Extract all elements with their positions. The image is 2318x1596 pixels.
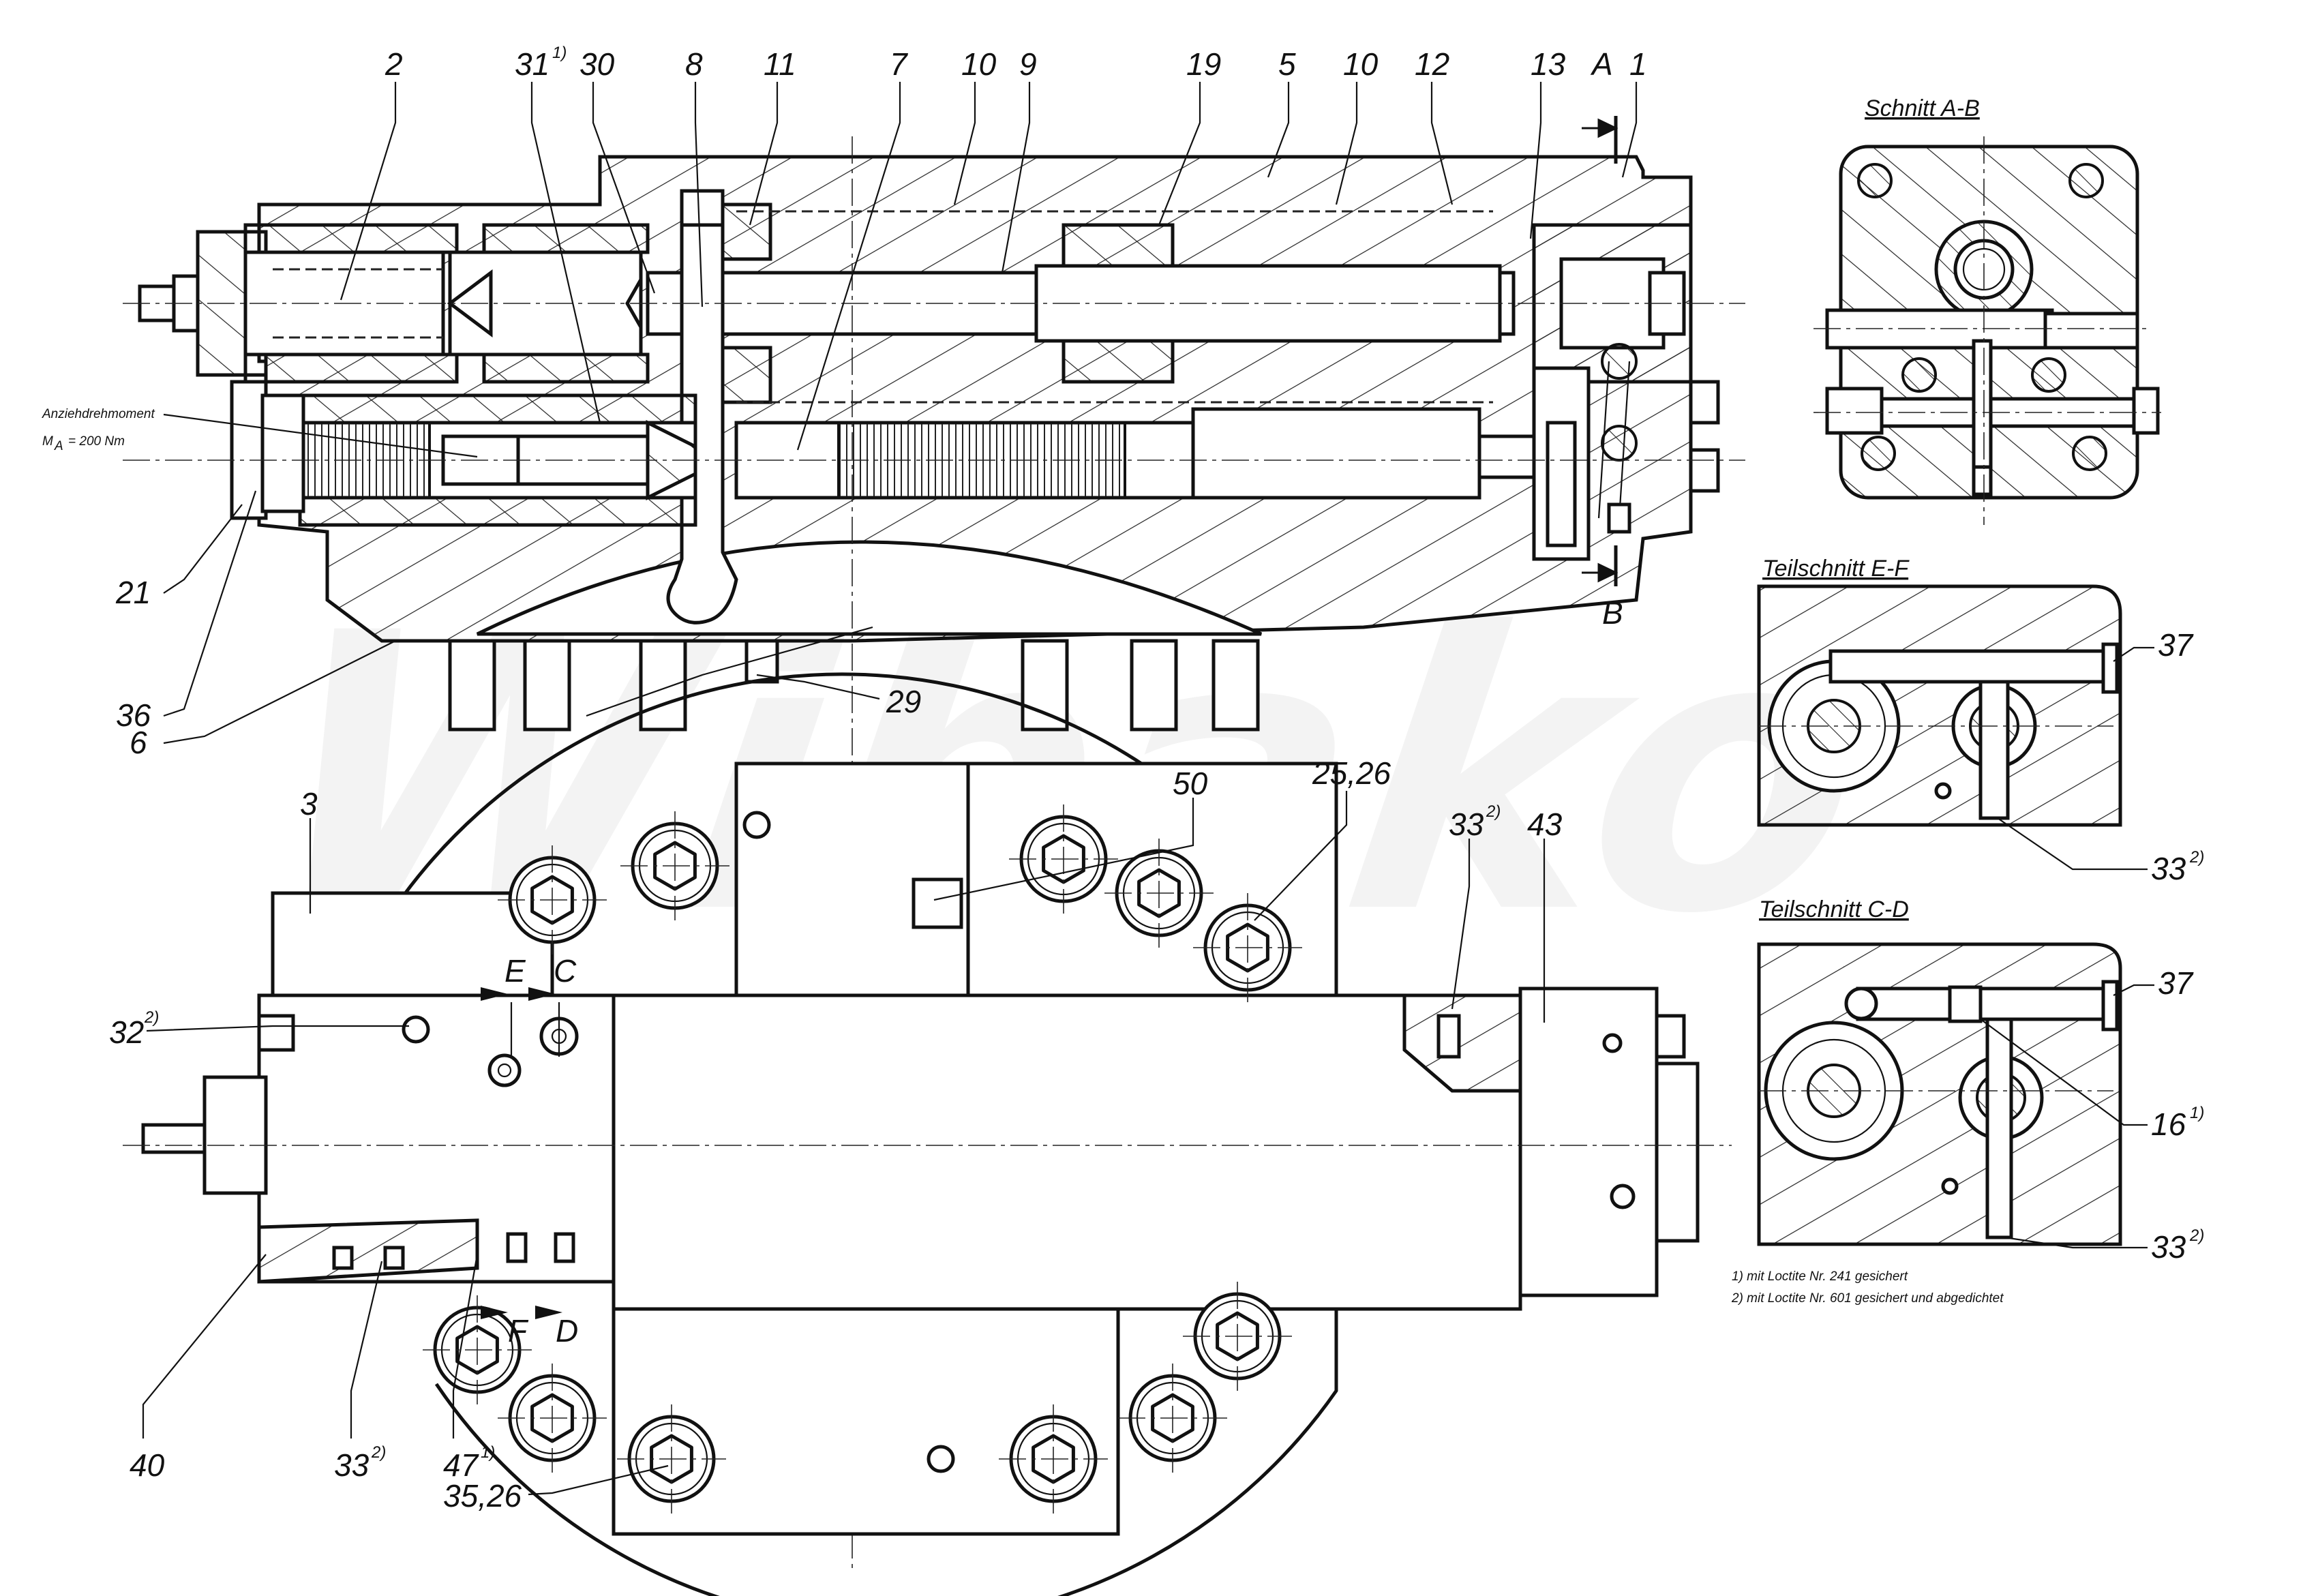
left-callouts: 21 36 6 29 B bbox=[115, 575, 1623, 760]
callout-36: 36 bbox=[116, 697, 151, 733]
top-view bbox=[123, 672, 1732, 1596]
callout-25-26: 25,26 bbox=[1312, 755, 1391, 791]
section-title-CD: Teilschnitt C-D bbox=[1759, 897, 1909, 922]
section-arrows-FD bbox=[481, 1306, 562, 1319]
footnotes: 1) mit Loctite Nr. 241 gesichert 2) mit … bbox=[1731, 1269, 2004, 1306]
section-view-EF: Teilschnitt E-F 37 33 2) bbox=[1757, 556, 2204, 886]
callout-6: 6 bbox=[130, 725, 147, 760]
section-view-AB: Schnitt A-B bbox=[1813, 95, 2161, 525]
torque-label: Anziehdrehmoment bbox=[42, 407, 155, 421]
callout-31: 31 bbox=[515, 46, 550, 82]
callout-40: 40 bbox=[130, 1447, 165, 1483]
torque-subscript: A bbox=[54, 439, 63, 453]
callout-8: 8 bbox=[685, 46, 703, 82]
socket-head-bolt bbox=[1193, 893, 1302, 1002]
callout-EF-33: 33 bbox=[2151, 851, 2186, 886]
callout-CD-37: 37 bbox=[2158, 965, 2194, 1001]
callout-50: 50 bbox=[1173, 766, 1208, 801]
section-arrows-EC bbox=[481, 987, 560, 1057]
callout-12: 12 bbox=[1415, 46, 1449, 82]
callout-2: 2 bbox=[385, 46, 403, 82]
callout-A: A bbox=[1590, 46, 1613, 82]
callout-1: 1 bbox=[1629, 46, 1647, 82]
callout-47: 47 bbox=[443, 1447, 479, 1483]
section-view-CD: Teilschnitt C-D 37 16 1) 33 2) bbox=[1757, 897, 2204, 1265]
callout-32-footnote: 2) bbox=[144, 1008, 159, 1027]
callout-CD-33: 33 bbox=[2151, 1229, 2186, 1265]
callout-EF-37: 37 bbox=[2158, 627, 2194, 663]
socket-head-bolt bbox=[1183, 1282, 1292, 1391]
callout-7: 7 bbox=[890, 46, 908, 82]
footnote-1: 1) mit Loctite Nr. 241 gesichert bbox=[1732, 1269, 1908, 1284]
torque-symbol: M bbox=[42, 434, 53, 449]
section-title-EF: Teilschnitt E-F bbox=[1762, 556, 1910, 582]
callout-33-bottom: 33 bbox=[334, 1447, 370, 1483]
main-section-view bbox=[123, 116, 1745, 1568]
socket-head-bolt bbox=[617, 1404, 726, 1514]
leaders-main bbox=[163, 82, 1638, 744]
flange-bolts bbox=[423, 804, 1302, 1514]
callout-21: 21 bbox=[115, 575, 151, 610]
top-callouts: 2 31 1) 30 8 11 7 10 9 19 5 10 12 13 A 1 bbox=[385, 44, 1647, 82]
callout-EF-33-footnote: 2) bbox=[2189, 848, 2204, 867]
sleeve-top bbox=[298, 393, 697, 425]
callout-11: 11 bbox=[764, 46, 796, 82]
callout-30: 30 bbox=[580, 46, 615, 82]
callout-33-top-footnote: 2) bbox=[1486, 802, 1501, 821]
callout-19: 19 bbox=[1186, 46, 1221, 82]
top-view-callouts: 3 50 25,26 33 2) 43 32 2) E C F D 40 33 … bbox=[109, 755, 1563, 1514]
callout-32: 32 bbox=[109, 1014, 144, 1050]
plug-50 bbox=[912, 877, 963, 929]
callout-10a: 10 bbox=[961, 46, 997, 82]
torque-value: = 200 Nm bbox=[68, 434, 125, 449]
callout-33-bottom-footnote: 2) bbox=[371, 1443, 386, 1462]
socket-head-bolt bbox=[1104, 839, 1214, 948]
callout-13: 13 bbox=[1531, 46, 1566, 82]
spring-sleeve-top bbox=[243, 223, 459, 254]
footnote-2: 2) mit Loctite Nr. 601 gesichert und abg… bbox=[1731, 1291, 2004, 1306]
end-plug-21 bbox=[230, 380, 268, 520]
sleeve-bottom bbox=[298, 496, 697, 527]
leaders-top-view bbox=[142, 791, 1546, 1496]
callout-B: B bbox=[1602, 595, 1623, 631]
callout-10b: 10 bbox=[1343, 46, 1379, 82]
valve-body bbox=[612, 993, 1522, 1311]
callout-F: F bbox=[508, 1313, 529, 1349]
torque-annotation: Anziehdrehmoment M A = 200 Nm bbox=[42, 407, 155, 453]
section-title-AB: Schnitt A-B bbox=[1865, 95, 1980, 121]
callout-43: 43 bbox=[1527, 807, 1563, 842]
callout-31-footnote: 1) bbox=[552, 44, 567, 62]
socket-head-bolt bbox=[620, 811, 729, 920]
callout-33-top: 33 bbox=[1449, 807, 1484, 842]
callout-29: 29 bbox=[886, 684, 921, 719]
callout-CD-16: 16 bbox=[2151, 1106, 2186, 1142]
spring-sleeve-bottom bbox=[243, 352, 459, 384]
callout-9: 9 bbox=[1019, 46, 1037, 82]
callout-47-footnote: 1) bbox=[481, 1443, 495, 1462]
callout-C: C bbox=[554, 953, 577, 989]
callout-D: D bbox=[556, 1313, 578, 1349]
bushing-19-bottom bbox=[1062, 339, 1175, 384]
callout-CD-16-footnote: 1) bbox=[2190, 1104, 2204, 1122]
callout-CD-33-footnote: 2) bbox=[2189, 1226, 2204, 1245]
socket-head-bolt bbox=[999, 1404, 1108, 1514]
callout-5: 5 bbox=[1278, 46, 1296, 82]
callout-35-26: 35,26 bbox=[443, 1478, 522, 1514]
callout-E: E bbox=[505, 953, 526, 989]
socket-head-bolt bbox=[1118, 1364, 1227, 1473]
callout-3: 3 bbox=[300, 786, 318, 822]
socket-head-bolt bbox=[498, 845, 607, 954]
socket-head-bolt bbox=[498, 1364, 607, 1473]
bushing-19-top bbox=[1062, 223, 1175, 268]
socket-head-bolt bbox=[1009, 804, 1118, 914]
